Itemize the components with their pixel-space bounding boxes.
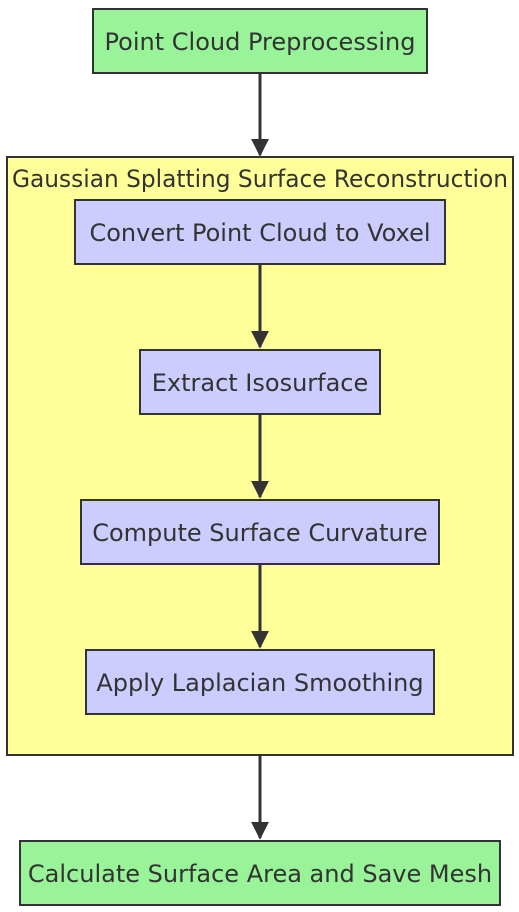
node-save-mesh: Calculate Surface Area and Save Mesh (19, 840, 501, 906)
node-label: Extract Isosurface (152, 369, 369, 397)
node-compute-curvature: Compute Surface Curvature (80, 499, 440, 565)
node-label: Convert Point Cloud to Voxel (89, 219, 430, 247)
node-label: Compute Surface Curvature (92, 519, 428, 547)
cluster-title: Gaussian Splatting Surface Reconstructio… (12, 165, 508, 193)
node-box (139, 349, 381, 415)
node-label: Point Cloud Preprocessing (105, 28, 416, 56)
node-laplacian-smoothing: Apply Laplacian Smoothing (85, 649, 435, 715)
node-label: Apply Laplacian Smoothing (96, 669, 423, 697)
node-point-cloud-preprocessing: Point Cloud Preprocessing (92, 8, 428, 74)
node-box (74, 199, 446, 265)
node-box (92, 8, 428, 74)
node-convert-to-voxel: Convert Point Cloud to Voxel (74, 199, 446, 265)
node-box (80, 499, 440, 565)
node-extract-isosurface: Extract Isosurface (139, 349, 381, 415)
node-box (85, 649, 435, 715)
node-label: Calculate Surface Area and Save Mesh (28, 860, 492, 888)
node-box (19, 840, 501, 906)
